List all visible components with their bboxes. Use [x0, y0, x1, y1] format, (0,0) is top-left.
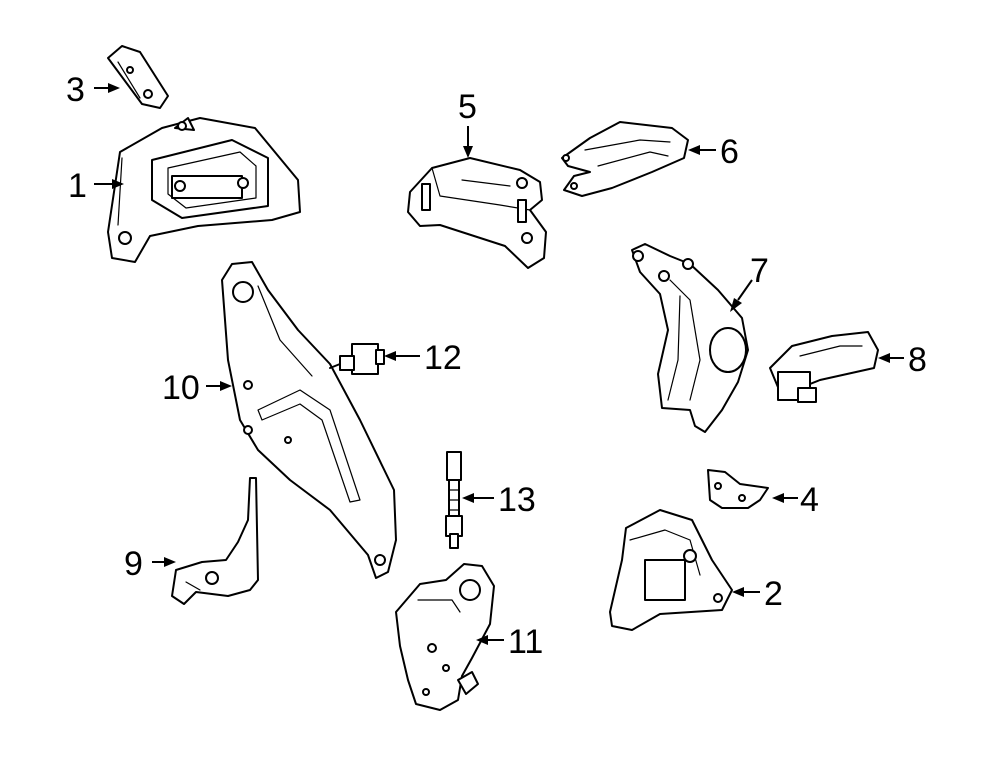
callout-13: 13 — [462, 481, 536, 519]
part-2-transmission-mount — [609, 509, 733, 631]
callout-6: 6 — [688, 133, 739, 171]
callout-9: 9 — [124, 545, 176, 583]
part-9-bracket — [171, 477, 259, 605]
part-5-mount-bracket — [407, 157, 547, 269]
callout-9-label: 9 — [124, 545, 143, 583]
part-11-bracket — [395, 563, 495, 711]
callout-6-label: 6 — [720, 133, 739, 171]
callout-10-label: 10 — [162, 369, 200, 407]
part-12-bushing — [329, 343, 385, 375]
part-8-mount — [769, 331, 879, 403]
callout-4: 4 — [772, 481, 819, 519]
callout-5: 5 — [458, 88, 477, 158]
callout-12: 12 — [384, 339, 462, 377]
callout-2-label: 2 — [764, 575, 783, 613]
callout-3-label: 3 — [66, 71, 85, 109]
callout-11-label: 11 — [508, 623, 543, 661]
callout-4-label: 4 — [800, 481, 819, 519]
callout-8-label: 8 — [908, 341, 927, 379]
part-10-plate — [221, 261, 397, 579]
callout-5-label: 5 — [458, 88, 477, 126]
part-1-engine-mount — [107, 117, 301, 263]
callout-2: 2 — [732, 575, 783, 613]
part-6-bracket — [561, 121, 689, 197]
callout-13-label: 13 — [498, 481, 536, 519]
callout-7-label: 7 — [750, 252, 769, 290]
callout-12-label: 12 — [424, 339, 462, 377]
callout-1: 1 — [68, 167, 124, 205]
part-13-bolt — [445, 451, 463, 549]
part-4-bracket — [707, 469, 769, 509]
part-7-bracket — [631, 243, 749, 433]
callout-7: 7 — [730, 252, 769, 312]
callout-8: 8 — [878, 341, 927, 379]
callout-11: 11 — [476, 623, 543, 661]
callout-1-label: 1 — [68, 167, 87, 205]
part-3-bracket — [107, 45, 169, 109]
callout-10: 10 — [162, 369, 232, 407]
callout-3: 3 — [66, 71, 120, 109]
